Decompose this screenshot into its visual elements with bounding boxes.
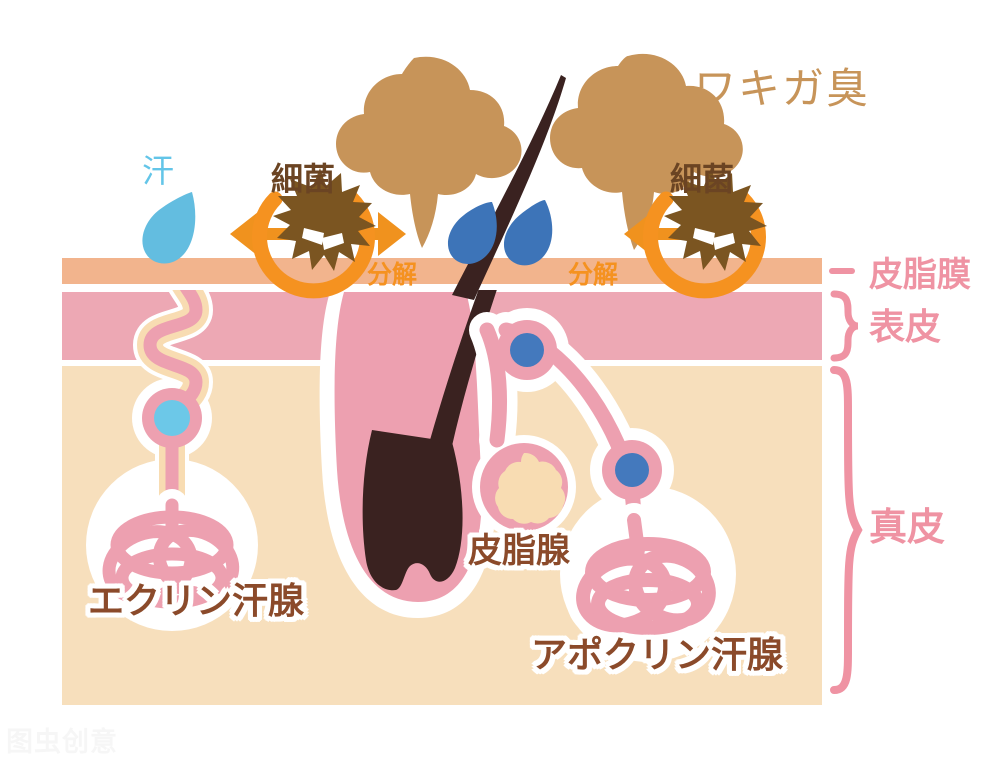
bacteria-eye-left-2 bbox=[322, 233, 344, 250]
bacteria-ring-left bbox=[252, 191, 375, 299]
bacteria-eye-right-1 bbox=[693, 228, 715, 245]
bacteria-eye-left-1 bbox=[302, 228, 324, 245]
apocrine-gland-label: アポクリン汗腺 bbox=[531, 635, 784, 676]
apocrine-upper-node bbox=[510, 333, 544, 367]
sebum-film-layer bbox=[62, 258, 822, 284]
eccrine-gland-label: エクリン汗腺 bbox=[88, 581, 305, 622]
dermis-label: 真皮 bbox=[869, 505, 946, 549]
odor-cloud-left bbox=[336, 56, 522, 249]
bacteria-group-left bbox=[230, 168, 406, 299]
epidermis-label: 表皮 bbox=[869, 307, 942, 348]
hair-follicle bbox=[319, 290, 497, 618]
sebum-film-label: 皮脂膜 bbox=[869, 255, 971, 295]
bacteria-eye-right-2 bbox=[713, 233, 735, 250]
bacteria-group-right bbox=[624, 168, 767, 299]
odor-label: ワキガ臭 bbox=[694, 64, 871, 113]
bacteria-body-right bbox=[664, 168, 767, 271]
layer-markers bbox=[829, 268, 863, 694]
bacteria-body-left bbox=[273, 168, 376, 271]
sebaceous-gland-label: 皮脂腺 bbox=[468, 531, 570, 571]
apocrine-sweat-gland bbox=[469, 308, 736, 662]
odor-cloud-right bbox=[550, 53, 743, 250]
apocrine-lower-node bbox=[615, 453, 649, 487]
sebaceous-gland-lobes bbox=[495, 452, 566, 524]
bacteria-label-left: 細菌 bbox=[271, 160, 336, 198]
decompose-label-left: 分解 bbox=[367, 260, 418, 289]
watermark: 图虫创意 bbox=[6, 729, 118, 756]
eccrine-node bbox=[154, 400, 190, 436]
decompose-label-right: 分解 bbox=[568, 260, 619, 289]
sweat-drop-apocrine bbox=[503, 200, 553, 266]
sweat-label: 汗 bbox=[142, 152, 175, 190]
bacteria-label-right: 細菌 bbox=[670, 160, 735, 198]
sweat-drop-eccrine bbox=[142, 192, 196, 264]
eccrine-sweat-gland bbox=[86, 290, 258, 631]
bacteria-ring-right bbox=[643, 191, 766, 299]
dermis-brace bbox=[830, 366, 863, 694]
epidermis-brace bbox=[830, 290, 859, 362]
sweat-drop-center bbox=[447, 202, 497, 264]
arrow-left-outward bbox=[230, 212, 312, 256]
hair-root-bulb bbox=[362, 430, 463, 591]
